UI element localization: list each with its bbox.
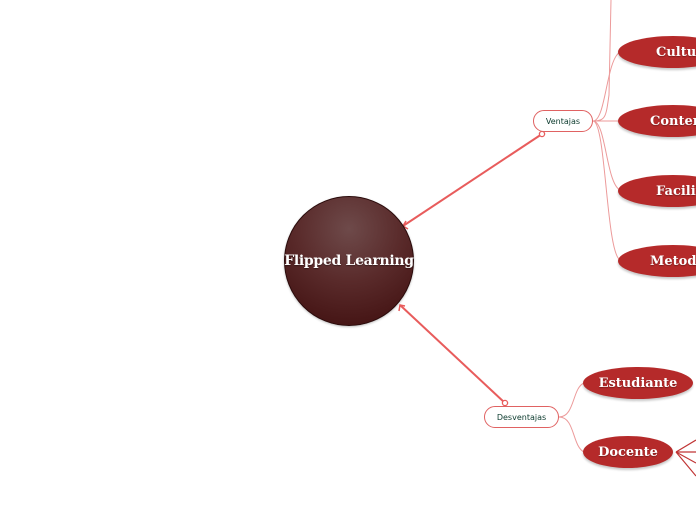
connector-docente-stub-1 — [675, 439, 696, 453]
leaf-label-docente: Docente — [598, 444, 658, 460]
arrowhead-desventajas — [398, 304, 406, 312]
connector-center-desventajas — [399, 304, 506, 404]
connector-desventajas-child-1 — [558, 382, 585, 418]
branch-node-ventajas[interactable]: Ventajas — [533, 110, 593, 132]
connector-ventajas-child-4 — [592, 120, 621, 261]
connector-docente-stub-4 — [675, 451, 696, 477]
leaf-label-facilit: Facilit — [656, 183, 696, 199]
connector-center-ventajas — [402, 133, 543, 227]
branch-label-ventajas: Ventajas — [545, 116, 581, 126]
connector-ventajas-child-1 — [592, 51, 621, 122]
leaf-label-cultu: Cultu — [656, 44, 696, 60]
leaf-label-conten: Conten — [650, 113, 696, 129]
leaf-node-cultu[interactable]: Cultu — [618, 36, 696, 68]
connector-dot-desventajas — [501, 399, 509, 407]
leaf-node-metodo[interactable]: Metodo — [618, 245, 696, 277]
leaf-node-docente[interactable]: Docente — [583, 436, 673, 468]
connector-docente-stub-3 — [675, 451, 696, 464]
connector-desventajas-child-2 — [558, 416, 585, 453]
leaf-node-conten[interactable]: Conten — [618, 105, 696, 137]
branch-label-desventajas: Desventajas — [496, 412, 547, 422]
connector-ventajas-top — [592, 0, 612, 122]
leaf-label-estudiante: Estudiante — [598, 375, 678, 391]
leaf-label-metodo: Metodo — [650, 253, 696, 269]
connector-ventajas-child-3 — [592, 120, 621, 191]
connector-dot-ventajas — [538, 130, 546, 138]
central-topic-label: Flipped Learning — [284, 253, 414, 269]
leaf-node-facilit[interactable]: Facilit — [618, 175, 696, 207]
leaf-node-estudiante[interactable]: Estudiante — [583, 367, 693, 399]
branch-node-desventajas[interactable]: Desventajas — [484, 406, 559, 428]
central-topic-node[interactable]: Flipped Learning — [284, 196, 414, 326]
